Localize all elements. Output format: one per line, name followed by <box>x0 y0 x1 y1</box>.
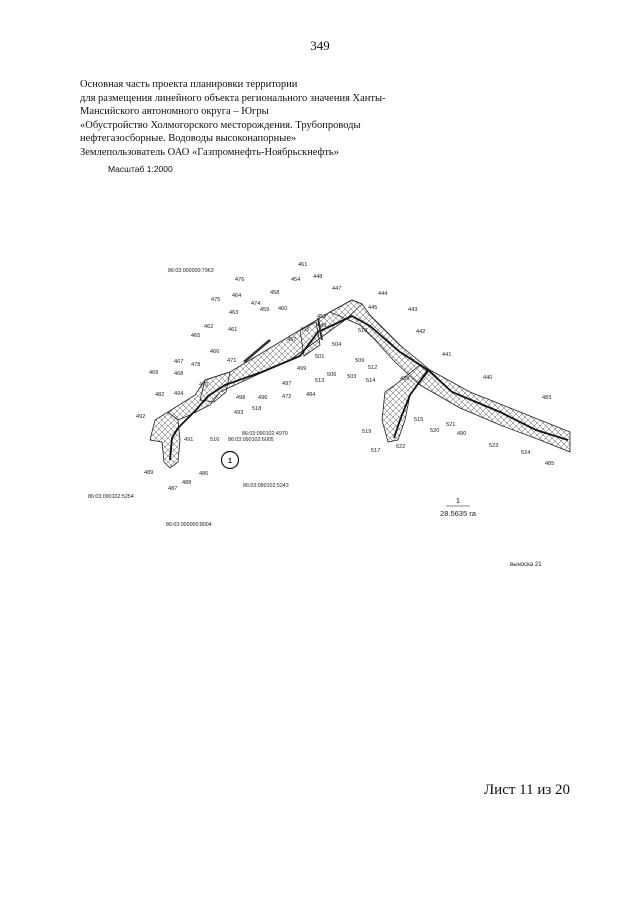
point-number: 493 <box>234 410 243 416</box>
point-number: 482 <box>155 392 164 398</box>
area-number: 1 <box>456 496 460 505</box>
point-number: 445 <box>368 305 377 311</box>
point-number: 459 <box>260 307 269 313</box>
point-number: 519 <box>362 429 371 435</box>
point-number: 512 <box>368 365 377 371</box>
point-number: 452 <box>317 314 326 320</box>
map-scale: Масштаб 1:2000 <box>108 164 173 174</box>
point-number: 492 <box>136 414 145 420</box>
point-number: 442 <box>416 329 425 335</box>
point-number: 444 <box>378 291 387 297</box>
parcel-marker-number: 1 <box>228 456 232 465</box>
point-number: 504 <box>332 342 341 348</box>
point-number: 469 <box>149 370 158 376</box>
point-number: 454 <box>291 277 300 283</box>
header-line: «Обустройство Холмогорского месторождени… <box>80 119 361 131</box>
point-number: 489 <box>144 470 153 476</box>
dash-segment <box>243 339 271 363</box>
cadastral-label: 86:03:090102:6005 <box>228 437 274 443</box>
cadastral-label: 86:03:000000:8004 <box>166 522 212 528</box>
header-line: Основная часть проекта планировки террит… <box>80 79 298 90</box>
cadastral-label: 86:03:090102:5243 <box>243 483 289 489</box>
page-number: 349 <box>310 38 330 53</box>
point-number: 472 <box>282 394 291 400</box>
point-number: 455 <box>300 327 309 333</box>
point-number: 521 <box>446 422 455 428</box>
area-value: 28.5635 га <box>440 509 477 518</box>
point-numbers: 461 448 447 454 476 458 475 464 474 459 … <box>136 262 554 492</box>
point-number: 467 <box>174 359 183 365</box>
cadastral-label: 86:03:090102:4970 <box>242 431 288 437</box>
point-number: 478 <box>191 362 200 368</box>
point-number: 514 <box>366 378 375 384</box>
point-number: 483 <box>542 395 551 401</box>
point-number: 499 <box>297 366 306 372</box>
point-number: 517 <box>371 448 380 454</box>
point-number: 464 <box>232 293 241 299</box>
point-number: 439 <box>400 376 409 382</box>
point-number: 447 <box>332 286 341 292</box>
header-line: нефтегазосборные. Водоводы высоконапорны… <box>80 133 297 144</box>
point-number: 496 <box>258 395 267 401</box>
point-number: 461 <box>228 327 237 333</box>
header-line: Землепользователь ОАО «Газпромнефть-Нояб… <box>80 146 339 158</box>
point-number: 462 <box>204 324 213 330</box>
point-number: 498 <box>236 395 245 401</box>
point-number: 501 <box>315 354 324 360</box>
point-number: 516 <box>210 437 219 443</box>
document-header: Основная часть проекта планировки террит… <box>80 78 400 159</box>
point-number: 487 <box>168 486 177 492</box>
point-number: 484 <box>306 392 315 398</box>
sheet-number: Лист 11 из 20 <box>484 782 571 798</box>
point-number: 441 <box>442 352 451 358</box>
callout-label: выноска 21 <box>510 562 542 568</box>
point-number: 522 <box>396 444 405 450</box>
parcel-marker: 1 <box>220 450 240 470</box>
point-number: 470 <box>199 382 208 388</box>
point-number: 485 <box>545 461 554 467</box>
point-number: 465 <box>191 333 200 339</box>
point-number: 486 <box>199 471 208 477</box>
cadastral-label: 86:03:000000:7963 <box>168 268 214 274</box>
point-number: 510 <box>358 328 367 334</box>
point-number: 490 <box>457 431 466 437</box>
point-number: 440 <box>483 375 492 381</box>
point-number: 458 <box>270 290 279 296</box>
point-number: 448 <box>313 274 322 280</box>
point-number: 463 <box>229 310 238 316</box>
pipeline-axis <box>169 314 569 461</box>
point-number: 506 <box>327 372 336 378</box>
point-number: 520 <box>430 428 439 434</box>
point-number: 443 <box>408 307 417 313</box>
header-line: Мансийского автономного округа – Югры <box>80 106 269 117</box>
point-number: 494 <box>174 391 183 397</box>
point-number: 449 <box>317 323 326 329</box>
point-number: 474 <box>251 301 260 307</box>
point-number: 466 <box>210 349 219 355</box>
point-number: 457 <box>287 337 296 343</box>
point-number: 513 <box>315 378 324 384</box>
point-number: 518 <box>252 406 261 412</box>
point-number: 497 <box>282 381 291 387</box>
point-number: 471 <box>227 358 236 364</box>
point-number: 523 <box>489 443 498 449</box>
point-number: 475 <box>211 297 220 303</box>
point-number: 468 <box>174 371 183 377</box>
point-number: 476 <box>235 277 244 283</box>
point-number: 503 <box>347 374 356 380</box>
point-number: 515 <box>414 417 423 423</box>
point-number: 488 <box>182 480 191 486</box>
point-number: 509 <box>355 358 364 364</box>
dash-segment <box>317 317 323 341</box>
cadastral-labels: 86:03:000000:7963 86:03:090102:4970 86:0… <box>88 268 289 528</box>
point-number: 491 <box>184 437 193 443</box>
point-number: 461 <box>298 262 307 268</box>
header-line: для размещения линейного объекта региона… <box>80 92 386 104</box>
cadastral-label: 86:03:090102:5254 <box>88 494 134 500</box>
point-number: 524 <box>521 450 530 456</box>
point-number: 460 <box>278 306 287 312</box>
